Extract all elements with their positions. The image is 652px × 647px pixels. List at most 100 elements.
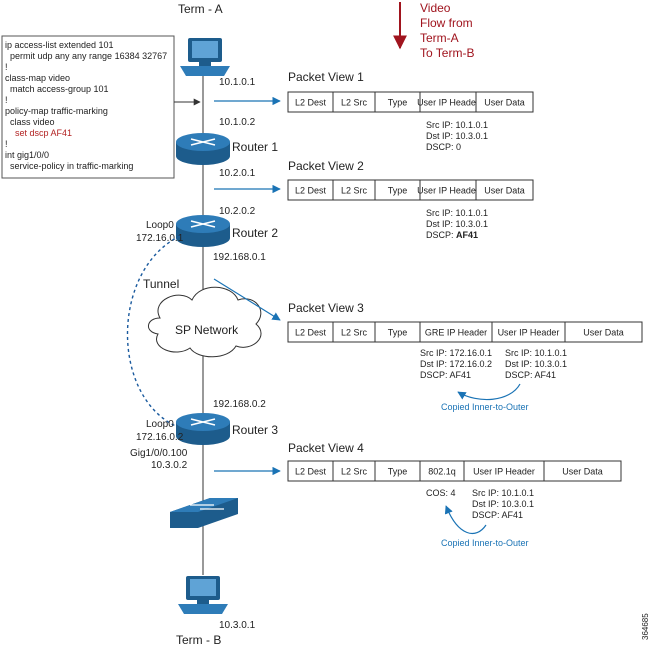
switch-icon	[170, 498, 238, 528]
packet-view-4: Packet View 4 L2 Dest L2 Src Type 802.1q Use…	[287, 441, 622, 548]
packet-field-label: User IP Header	[473, 467, 535, 477]
info-dst-ip: Dst IP: 10.3.0.1	[426, 219, 488, 229]
packet-field: Type	[374, 460, 421, 482]
config-line: class video	[5, 117, 55, 127]
router-2-ip-top: 10.2.0.2	[219, 206, 256, 217]
packet-field-label: L2 Src	[341, 186, 368, 196]
config-line: policy-map traffic-marking	[5, 106, 108, 116]
config-line: match access-group 101	[5, 84, 109, 94]
packet-field: L2 Src	[332, 179, 376, 201]
packet-field-label: L2 Src	[341, 328, 368, 338]
info-dst-ip: Dst IP: 10.3.0.1	[472, 499, 534, 509]
packet-view-2: Packet View 2 L2 Dest L2 Src Type User IP H…	[287, 159, 534, 240]
router-3-loop-ip: 172.16.0.2	[136, 432, 184, 443]
packet-field-label: Type	[388, 328, 408, 338]
config-line: int gig1/0/0	[5, 150, 49, 160]
packet-field: L2 Src	[332, 460, 376, 482]
outer-src-ip: Src IP: 172.16.0.1	[420, 348, 492, 358]
info-dscp-value: AF41	[456, 230, 478, 240]
computer-icon	[180, 38, 230, 76]
router-3-loop-label: Loop0	[146, 419, 174, 430]
packet-field-label: User Data	[562, 467, 603, 477]
packet-field: L2 Dest	[287, 179, 334, 201]
packet-view-3: Packet View 3 L2 Dest L2 Src Type GRE IP He…	[287, 301, 643, 412]
packet-field-box	[475, 91, 534, 113]
router-2-ip-bottom: 192.168.0.1	[213, 252, 266, 263]
flow-label-2: Flow from	[420, 16, 473, 30]
router-2-loop-label: Loop0	[146, 220, 174, 231]
router-3-gig-ip: 10.3.0.2	[151, 460, 188, 471]
term-b-ip: 10.3.0.1	[219, 620, 256, 631]
config-line: class-map video	[5, 73, 70, 83]
packet-field-label: User IP Header	[498, 328, 560, 338]
flow-label-3: Term-A	[420, 31, 459, 45]
packet-field-label: User IP Header	[417, 98, 479, 108]
cos-value: COS: 4	[426, 488, 456, 498]
config-line: set dscp AF41	[5, 128, 72, 138]
packet-field-label: 802.1q	[428, 467, 456, 477]
computer-icon	[178, 576, 228, 614]
packet-field: L2 Dest	[287, 91, 334, 113]
info-src-ip: Src IP: 10.1.0.1	[426, 208, 488, 218]
router-1: 10.1.0.2 Router 1 10.2.0.1	[176, 117, 278, 179]
outer-dst-ip: Dst IP: 172.16.0.2	[420, 359, 492, 369]
packet-field: GRE IP Header	[419, 321, 493, 343]
packet-field: User IP Header	[491, 321, 566, 343]
packet-view-title: Packet View 4	[288, 441, 364, 455]
router-icon	[176, 133, 230, 165]
packet-field: User IP Header	[417, 91, 479, 113]
config-line: service-policy in traffic-marking	[5, 161, 133, 171]
packet-field-label: User Data	[484, 98, 525, 108]
packet-field: User IP Header	[417, 179, 479, 201]
router-2: 10.2.0.2 Router 2 Loop0 172.16.0.1 192.1…	[136, 206, 278, 263]
packet-field-label: L2 Src	[341, 467, 368, 477]
info-dscp: DSCP: AF41	[472, 510, 523, 520]
packet-field-label: User Data	[484, 186, 525, 196]
packet-view-title: Packet View 3	[288, 301, 364, 315]
flow-label-4: To Term-B	[420, 46, 474, 60]
info-dscp: DSCP: AF41	[426, 230, 478, 240]
packet-field: L2 Src	[332, 321, 376, 343]
packet-field: User Data	[475, 179, 534, 201]
sp-network-cloud: SP Network	[148, 286, 262, 358]
config-line: ip access-list extended 101	[5, 40, 114, 50]
router-1-ip-bottom: 10.2.0.1	[219, 168, 256, 179]
packet-field: User Data	[543, 460, 622, 482]
packet-field-label: Type	[388, 98, 408, 108]
inner-dst-ip: Dst IP: 10.3.0.1	[505, 359, 567, 369]
packet-field: L2 Src	[332, 91, 376, 113]
packet-field-label: Type	[388, 186, 408, 196]
flow-indicator: Video Flow from Term-A To Term-B	[393, 1, 474, 60]
router-1-ip-top: 10.1.0.2	[219, 117, 256, 128]
packet-field: Type	[374, 91, 421, 113]
packet-field-label: L2 Dest	[295, 328, 327, 338]
packet-field-label: User Data	[583, 328, 624, 338]
info-dscp-prefix: DSCP:	[426, 230, 456, 240]
figure-id: 364685	[641, 613, 650, 640]
packet-field-label: User IP Header	[417, 186, 479, 196]
config-line: !	[5, 62, 8, 72]
packet-field: Type	[374, 321, 421, 343]
packet-field-box	[564, 321, 643, 343]
router-2-loop-ip: 172.16.0.1	[136, 233, 184, 244]
tunnel-label: Tunnel	[143, 277, 179, 291]
term-a-ip: 10.1.0.1	[219, 77, 256, 88]
packet-field-label: GRE IP Header	[425, 328, 487, 338]
cloud-label: SP Network	[175, 323, 239, 337]
packet-view-title: Packet View 2	[288, 159, 364, 173]
packet-field-label: L2 Dest	[295, 98, 327, 108]
packet-field: 802.1q	[419, 460, 465, 482]
packet-field: L2 Dest	[287, 460, 334, 482]
packet-field: User Data	[564, 321, 643, 343]
copy-arrow	[457, 383, 521, 401]
router-1-label: Router 1	[232, 140, 278, 154]
outer-dscp: DSCP: AF41	[420, 370, 471, 380]
inner-dscp: DSCP: AF41	[505, 370, 556, 380]
router-icon	[176, 215, 230, 247]
packet-field-label: L2 Dest	[295, 186, 327, 196]
info-dscp: DSCP: 0	[426, 142, 461, 152]
packet-field-box	[475, 179, 534, 201]
packet-view-3-arrow	[213, 278, 281, 321]
copy-arrow	[444, 505, 487, 535]
term-a-label: Term - A	[178, 2, 223, 16]
